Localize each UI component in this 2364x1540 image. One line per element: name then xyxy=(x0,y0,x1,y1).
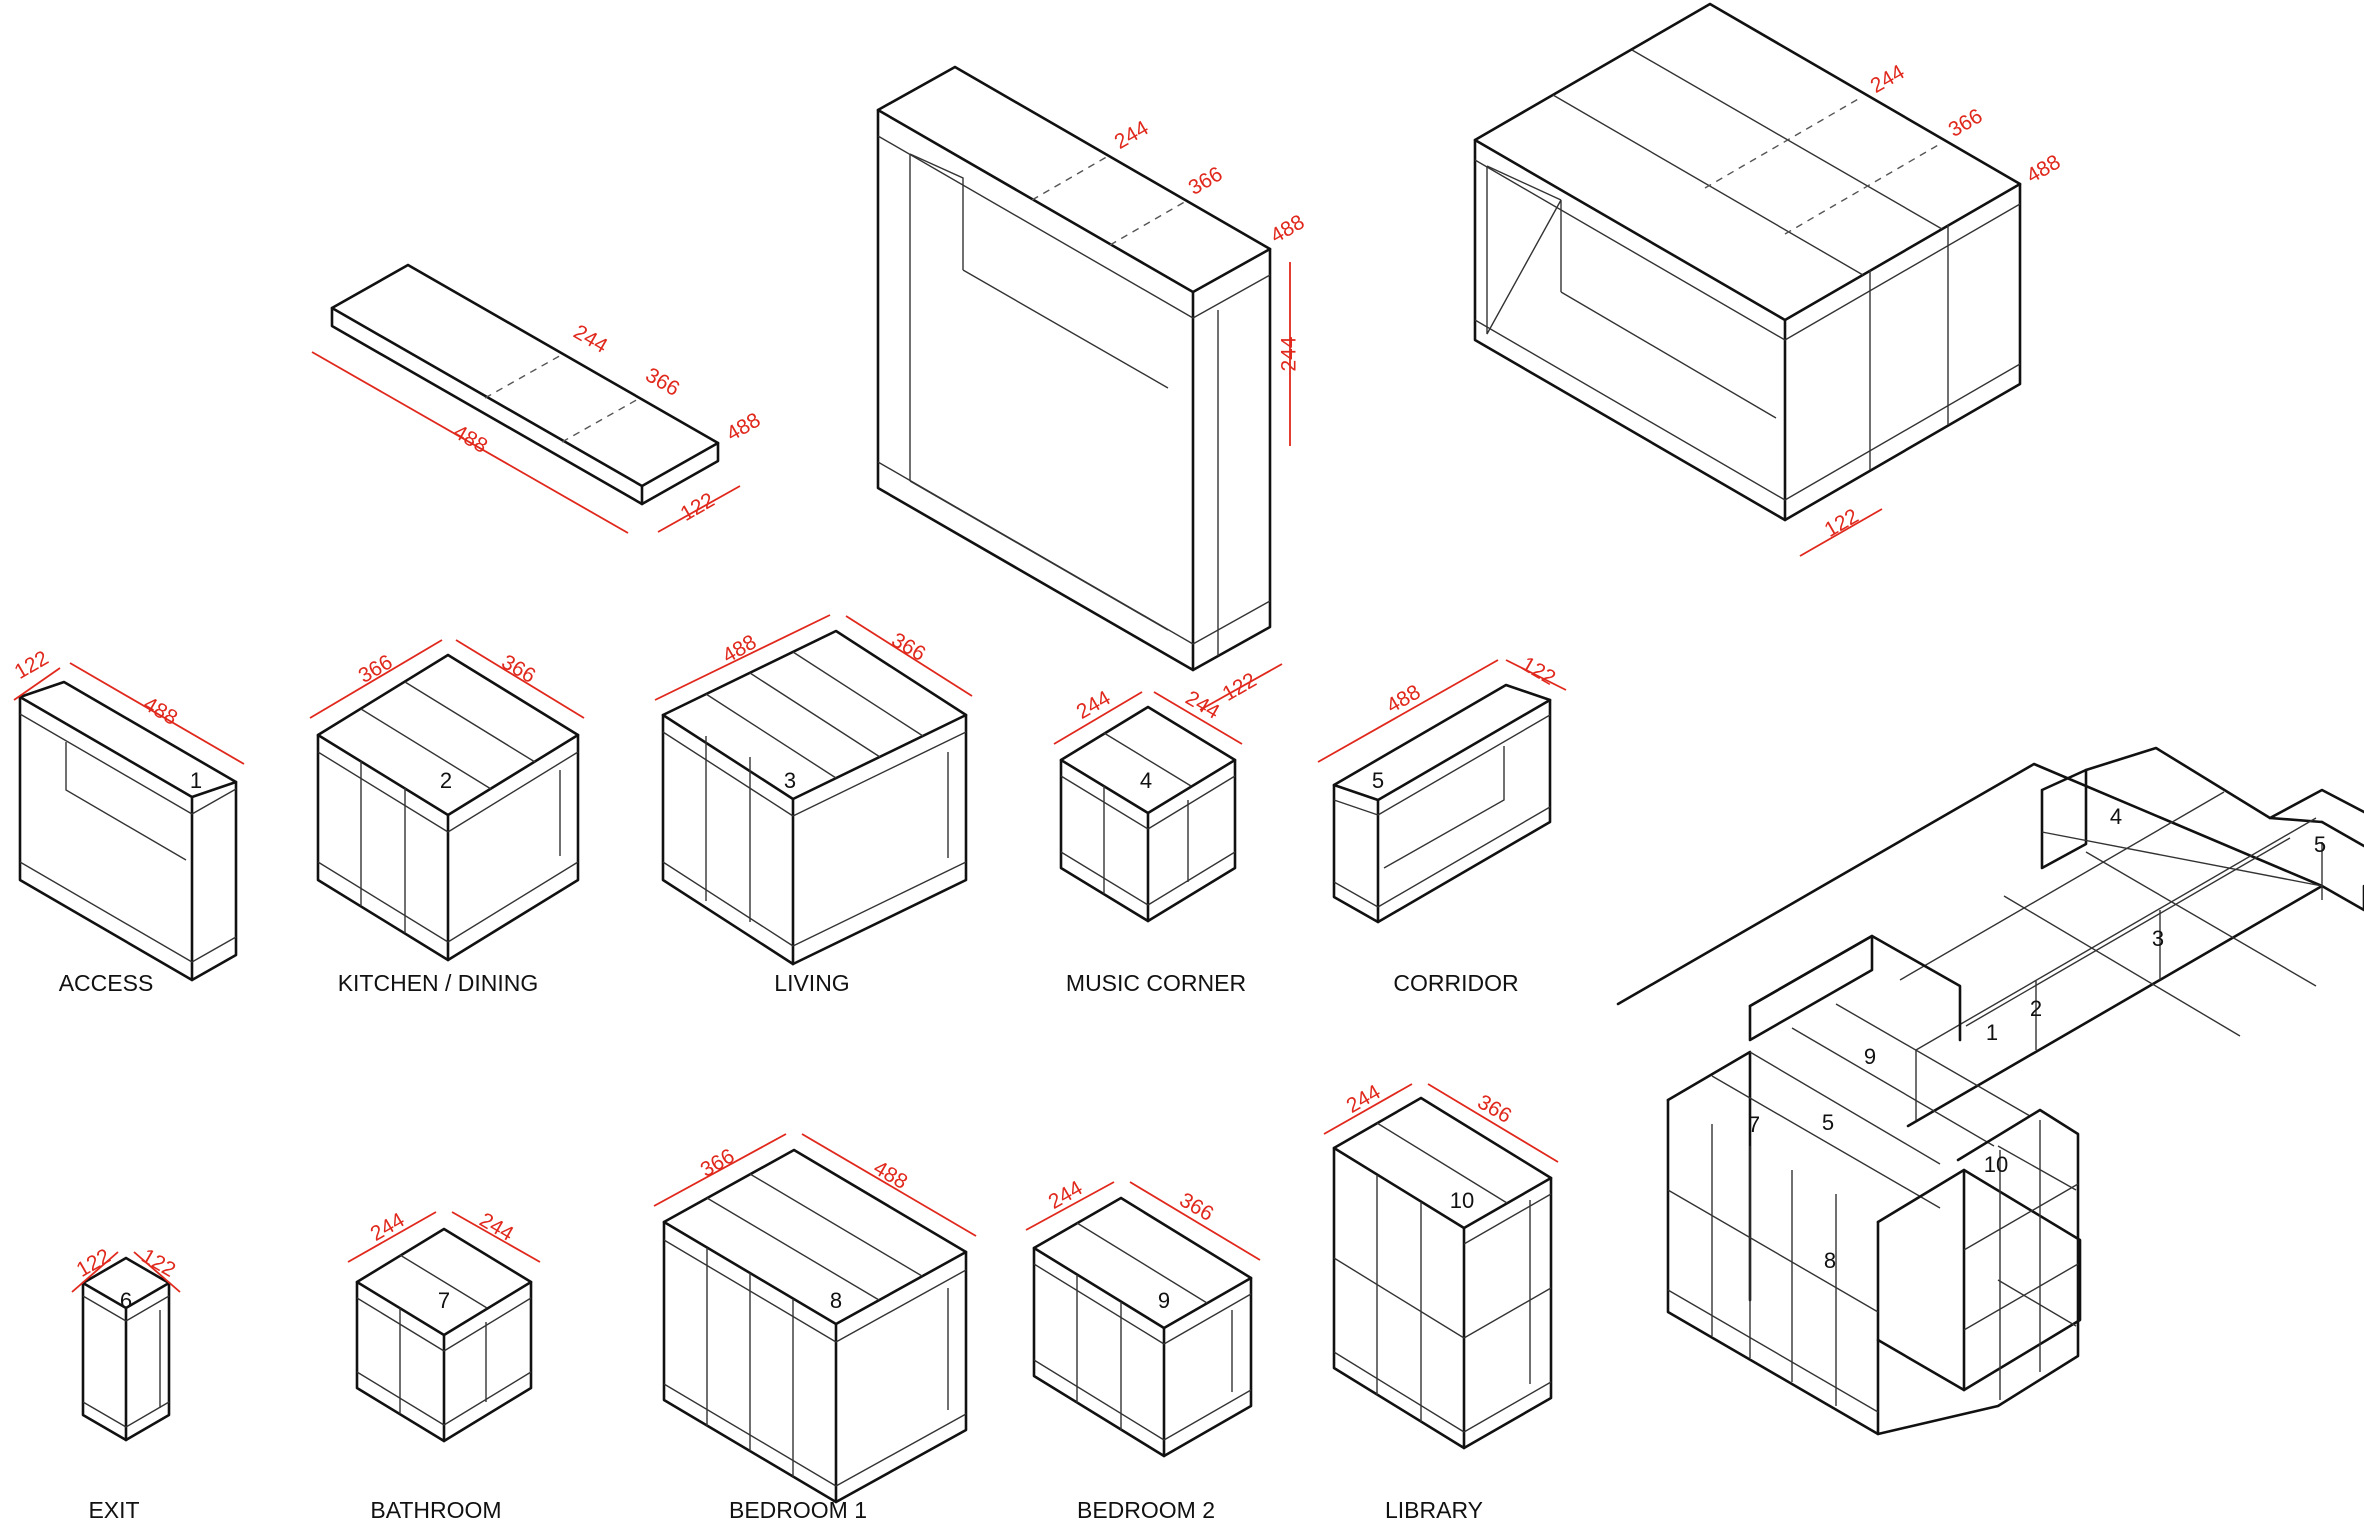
label-bedroom-1: BEDROOM 1 xyxy=(729,1497,867,1523)
module-7-dim-a: 244 xyxy=(367,1208,409,1246)
assembly-number-7: 7 xyxy=(1748,1112,1760,1137)
module-4-dim-a: 244 xyxy=(1073,686,1115,724)
module-8-bedroom1 xyxy=(653,1133,977,1504)
module-2-kitchen xyxy=(309,639,585,962)
panel-slab-dim-366: 366 xyxy=(642,363,684,400)
panel-slab-dim-488-end: 488 xyxy=(723,408,765,445)
module-10-number: 10 xyxy=(1450,1188,1474,1213)
panel-slab xyxy=(311,263,741,534)
panel-frame-dim-488: 488 xyxy=(1267,210,1309,247)
module-1-number: 1 xyxy=(190,768,202,793)
module-8-dim-a: 366 xyxy=(697,1144,739,1181)
assembly-number-3: 3 xyxy=(2152,926,2164,951)
panel-box xyxy=(1473,2,2022,557)
module-4-number: 4 xyxy=(1140,768,1152,793)
module-9-dim-b: 366 xyxy=(1176,1188,1218,1225)
panel-box-dim-122: 122 xyxy=(1821,504,1863,541)
module-3-living xyxy=(654,614,973,966)
module-4-dim-b: 244 xyxy=(1182,686,1224,724)
label-library: LIBRARY xyxy=(1385,1497,1483,1523)
label-living: LIVING xyxy=(774,970,849,996)
panel-slab-dim-488-length: 488 xyxy=(450,420,492,457)
module-2-dim-b: 366 xyxy=(498,650,540,687)
panel-box-dim-244: 244 xyxy=(1867,60,1909,98)
panel-box-dim-488: 488 xyxy=(2023,150,2065,187)
label-music-corner: MUSIC CORNER xyxy=(1066,970,1246,996)
assembly-number-10: 10 xyxy=(1984,1152,2008,1177)
label-bedroom-2: BEDROOM 2 xyxy=(1077,1497,1215,1523)
panel-box-dim-366: 366 xyxy=(1945,104,1987,141)
module-5-corridor xyxy=(1317,659,1567,924)
module-5-number: 5 xyxy=(1372,768,1384,793)
panel-frame-dim-244-height: 244 xyxy=(1278,336,1301,371)
panel-slab-dim-122: 122 xyxy=(677,488,719,525)
module-9-bedroom2 xyxy=(1025,1181,1261,1458)
module-4-music xyxy=(1053,691,1243,923)
label-access: ACCESS xyxy=(59,970,154,996)
label-kitchen-dining: KITCHEN / DINING xyxy=(338,970,539,996)
module-3-dim-b: 366 xyxy=(888,628,930,665)
module-10-dim-b: 366 xyxy=(1474,1090,1516,1127)
assembly-house xyxy=(1616,746,2364,1436)
label-bathroom: BATHROOM xyxy=(370,1497,501,1523)
assembly-number-4: 4 xyxy=(2110,804,2122,829)
module-5-dim-a: 488 xyxy=(1383,680,1425,717)
module-6-exit xyxy=(71,1251,181,1442)
panel-slab-dim-244: 244 xyxy=(570,320,612,358)
module-9-number: 9 xyxy=(1158,1288,1170,1313)
label-exit: EXIT xyxy=(88,1497,139,1523)
assembly-number-5: 5 xyxy=(1822,1110,1834,1135)
module-2-dim-a: 366 xyxy=(355,650,397,687)
assembly-number-8: 8 xyxy=(1824,1248,1836,1273)
module-10-library xyxy=(1323,1083,1559,1450)
module-2-number: 2 xyxy=(440,768,452,793)
assembly-number-1: 1 xyxy=(1986,1020,1998,1045)
module-8-number: 8 xyxy=(830,1288,842,1313)
module-3-number: 3 xyxy=(784,768,796,793)
assembly-number-5-top: 5 xyxy=(2314,832,2326,857)
module-3-dim-a: 488 xyxy=(719,630,761,667)
module-7-dim-b: 244 xyxy=(476,1208,518,1246)
panel-frame-dim-122: 122 xyxy=(1219,668,1261,705)
module-8-dim-b: 488 xyxy=(870,1156,912,1193)
panel-frame-dim-244-top: 244 xyxy=(1111,116,1153,154)
assembly-number-2: 2 xyxy=(2030,996,2042,1021)
module-10-dim-a: 244 xyxy=(1343,1080,1385,1118)
module-6-number: 6 xyxy=(120,1288,132,1313)
module-1-access xyxy=(13,662,245,982)
module-6-dim-b: 122 xyxy=(138,1244,180,1281)
module-9-dim-a: 244 xyxy=(1045,1176,1087,1214)
panel-frame-dim-366: 366 xyxy=(1185,162,1227,199)
panel-frame xyxy=(876,65,1291,711)
module-7-bathroom xyxy=(347,1211,541,1443)
assembly-number-9: 9 xyxy=(1864,1044,1876,1069)
module-7-number: 7 xyxy=(438,1288,450,1313)
module-6-dim-a: 122 xyxy=(73,1244,115,1281)
label-corridor: CORRIDOR xyxy=(1393,970,1518,996)
